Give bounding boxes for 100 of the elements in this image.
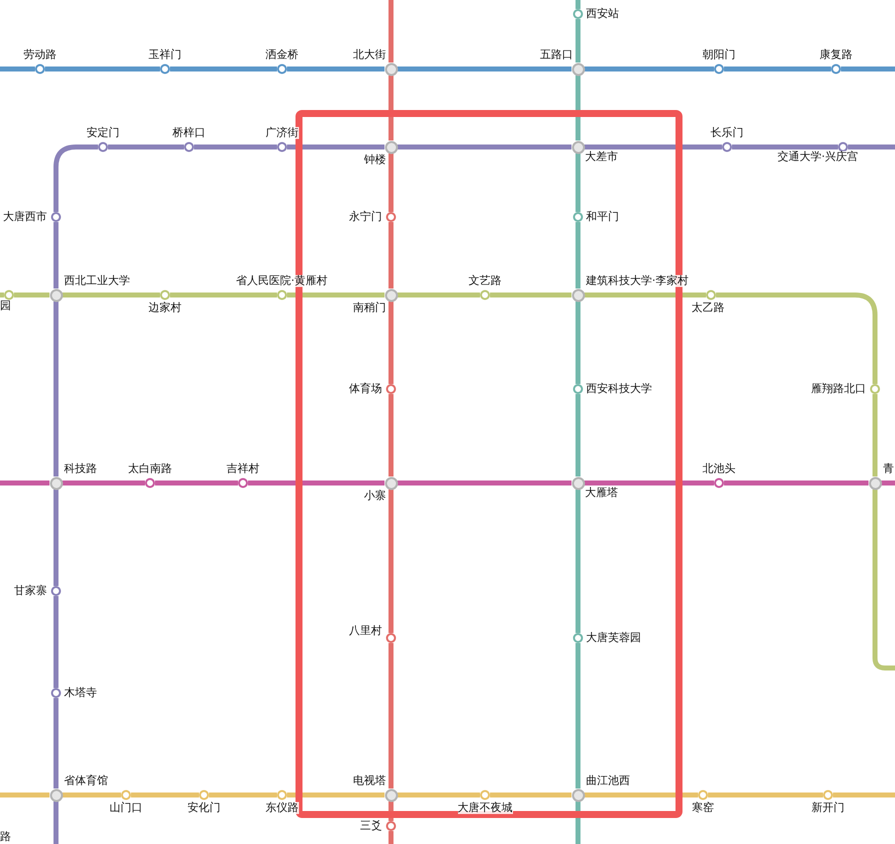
station-marker — [714, 478, 724, 488]
track-line — [708, 792, 823, 798]
station-label: 钟楼 — [364, 154, 386, 166]
track-line — [62, 292, 160, 298]
station-label: 体育场 — [349, 383, 382, 395]
station-label: 安化门 — [188, 802, 220, 814]
station-label: 曲江池西 — [586, 775, 630, 787]
track-line — [388, 76, 394, 140]
track-line — [398, 480, 572, 486]
station-label: 西安站 — [586, 8, 619, 20]
track-line — [62, 792, 121, 798]
track-line — [170, 66, 277, 72]
track-line — [54, 302, 58, 476]
station-label: 新开门 — [812, 802, 844, 814]
track-line — [584, 144, 722, 150]
track-line — [388, 831, 394, 844]
track-line — [724, 480, 868, 486]
interchange-marker — [384, 476, 398, 490]
interchange-marker — [572, 62, 584, 76]
station-marker — [838, 142, 848, 152]
track-line — [62, 480, 145, 486]
station-label: 青 — [883, 463, 894, 475]
station-marker — [573, 384, 583, 394]
track-line — [584, 292, 706, 298]
track-line — [584, 792, 698, 798]
track-line — [576, 154, 580, 212]
track-line — [388, 394, 394, 476]
station-label: 太白南路 — [128, 463, 172, 475]
station-label: 大雁塔 — [585, 487, 618, 499]
interchange-marker — [572, 288, 584, 302]
station-label: 边家村 — [148, 302, 182, 314]
interchange-marker — [572, 140, 584, 154]
station-label: 长乐门 — [710, 127, 744, 139]
station-label: 寒窑 — [692, 802, 714, 814]
station-label: 大唐不夜城 — [458, 802, 512, 814]
interchange-marker — [384, 140, 398, 154]
station-label: 劳动路 — [24, 49, 56, 61]
station-marker — [823, 790, 833, 800]
track-line — [584, 480, 714, 486]
station-marker — [870, 384, 880, 394]
track-line — [882, 480, 895, 486]
track-line — [398, 792, 480, 798]
station-label: 省体育馆 — [64, 775, 108, 787]
station-marker — [722, 142, 732, 152]
station-marker — [480, 290, 490, 300]
track-line — [576, 643, 580, 788]
track-line — [841, 66, 895, 72]
station-label: 省人民医院·黄雁村 — [236, 275, 328, 287]
station-marker — [573, 633, 583, 643]
station-marker — [277, 64, 287, 74]
station-marker — [480, 790, 490, 800]
track-line — [45, 66, 160, 72]
station-marker — [51, 688, 61, 698]
station-marker — [184, 142, 194, 152]
station-label: 南稍门 — [353, 302, 386, 314]
station-label: 八里村 — [349, 625, 382, 637]
track-line — [848, 144, 895, 150]
station-label: 和平门 — [586, 211, 619, 223]
track-line — [732, 144, 838, 150]
track-line — [872, 490, 895, 670]
interchange-marker — [384, 62, 398, 76]
station-marker — [277, 290, 287, 300]
station-label: 雁翔路北口 — [811, 383, 866, 395]
station-label: 园 — [0, 300, 11, 312]
station-marker — [51, 586, 61, 596]
interchange-marker — [384, 788, 398, 802]
track-line — [248, 480, 384, 486]
track-line — [287, 792, 384, 798]
station-marker — [386, 384, 396, 394]
station-label: 文艺路 — [468, 275, 502, 287]
station-marker — [199, 790, 209, 800]
station-label: 康复路 — [820, 49, 852, 61]
track-line — [0, 292, 4, 298]
station-label: 东仪路 — [266, 802, 298, 814]
interchange-marker — [50, 288, 62, 302]
track-line — [576, 19, 580, 62]
track-line — [0, 792, 50, 798]
track-line — [576, 302, 580, 384]
interchange-marker — [50, 476, 62, 490]
station-marker — [238, 478, 248, 488]
station-label: 北大街 — [353, 49, 386, 61]
station-label: 桥梓口 — [172, 127, 206, 139]
track-line — [155, 480, 238, 486]
station-label: 朝阳门 — [702, 49, 736, 61]
station-label: 太乙路 — [692, 302, 724, 314]
station-label: 小寨 — [364, 490, 386, 502]
station-marker — [386, 212, 396, 222]
track-line — [170, 292, 277, 298]
track-line — [388, 154, 394, 212]
station-marker — [35, 64, 45, 74]
track-line — [108, 144, 184, 150]
track-line — [14, 292, 50, 298]
station-marker — [145, 478, 155, 488]
station-label: 建筑科技大学·李家村 — [586, 275, 688, 287]
track-line — [388, 0, 394, 62]
station-marker — [698, 790, 708, 800]
station-label: 木塔寺 — [64, 687, 97, 699]
station-marker — [277, 790, 287, 800]
station-label: 西北工业大学 — [64, 275, 130, 287]
track-line — [388, 802, 394, 821]
